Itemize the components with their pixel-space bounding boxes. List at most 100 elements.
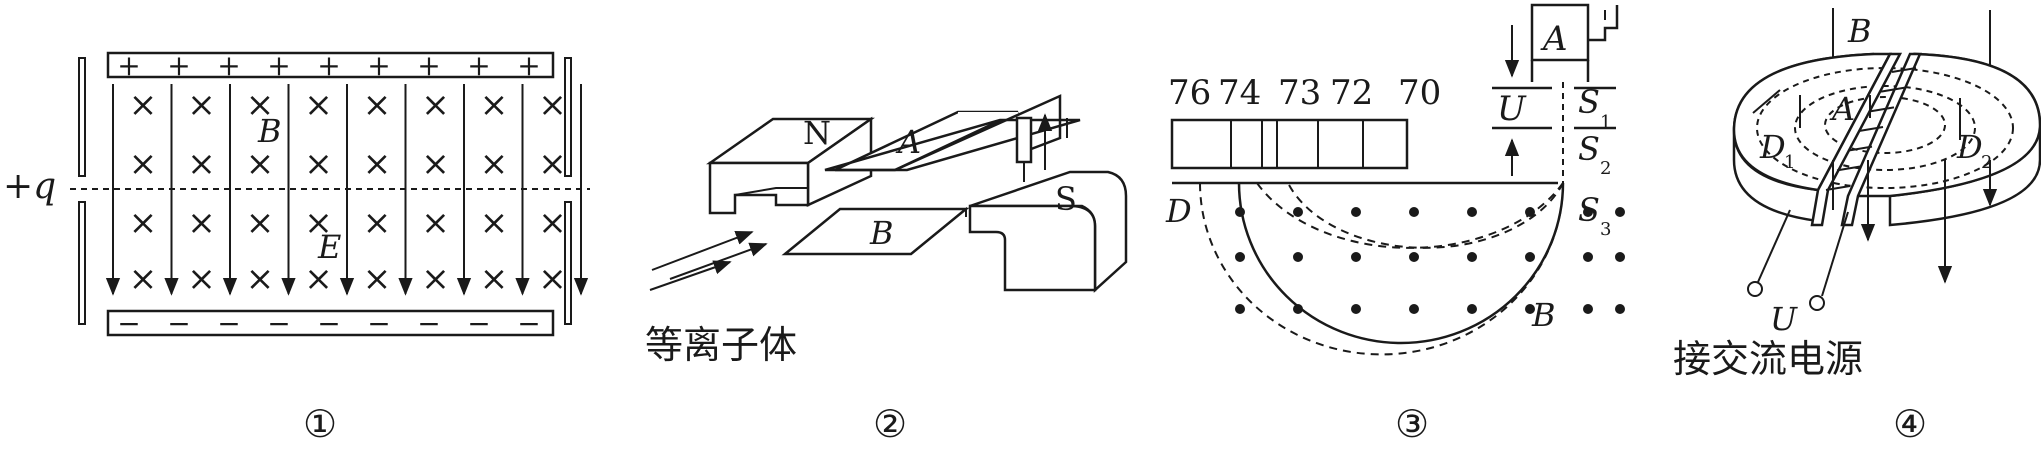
plate-A bbox=[824, 118, 1081, 172]
lead-left bbox=[1757, 209, 1791, 283]
minus-sign: − bbox=[117, 307, 140, 340]
plus-charges: +++++++++ bbox=[117, 49, 540, 82]
field-dot bbox=[1525, 252, 1535, 262]
cross-mark: × bbox=[363, 85, 392, 125]
field-dot bbox=[1525, 304, 1535, 314]
plate-A-rail bbox=[894, 94, 1062, 172]
label-dee-D2: D bbox=[1956, 128, 1983, 166]
plus-sign: + bbox=[167, 49, 190, 82]
cross-mark: × bbox=[480, 144, 509, 184]
field-dot bbox=[1293, 207, 1303, 217]
plasma-arrow-2 bbox=[669, 242, 768, 280]
cross-mark: × bbox=[363, 203, 392, 243]
field-dot bbox=[1467, 207, 1477, 217]
field-dot bbox=[1583, 304, 1593, 314]
field-dot bbox=[1467, 304, 1477, 314]
label-plate-B: B bbox=[869, 214, 894, 252]
cross-mark: × bbox=[304, 85, 333, 125]
orbit-largest bbox=[1756, 67, 2014, 189]
field-dot bbox=[1351, 304, 1361, 314]
cross-mark: × bbox=[421, 259, 450, 299]
panel-number-3: ③ bbox=[1395, 402, 1429, 446]
label-dee-D1-sub: 1 bbox=[1784, 152, 1795, 173]
label-dee-D2-sub: 2 bbox=[1981, 152, 1992, 173]
plus-sign: + bbox=[267, 49, 290, 82]
minus-sign: − bbox=[467, 307, 490, 340]
label-plate-D: D bbox=[1165, 192, 1192, 230]
gap-left-edge bbox=[1810, 52, 1903, 227]
label-south-pole: S bbox=[1055, 180, 1077, 218]
cross-mark: × bbox=[480, 259, 509, 299]
field-dot bbox=[1525, 207, 1535, 217]
cross-mark: × bbox=[304, 203, 333, 243]
plus-sign: + bbox=[417, 49, 440, 82]
label-center-A: A bbox=[1829, 90, 1855, 128]
left-wall-upper bbox=[78, 57, 86, 177]
magnet-north bbox=[706, 116, 875, 215]
cross-mark: × bbox=[421, 203, 450, 243]
plus-sign: + bbox=[517, 49, 540, 82]
terminal-right bbox=[1809, 295, 1825, 311]
plus-sign: + bbox=[217, 49, 240, 82]
field-dot bbox=[1235, 207, 1245, 217]
minus-sign: − bbox=[167, 307, 190, 340]
panel-mass-spectrometer: 76 74 73 72 70 A U S 1 S 2 S 3 bbox=[1165, 3, 1625, 446]
field-dot bbox=[1615, 207, 1625, 217]
minus-sign: − bbox=[217, 307, 240, 340]
label-slit-S3-sub: 3 bbox=[1600, 219, 1611, 240]
label-field-B: B bbox=[1847, 12, 1872, 50]
scale-72: 72 bbox=[1330, 73, 1373, 113]
minus-sign: − bbox=[317, 307, 340, 340]
cross-mark: × bbox=[304, 144, 333, 184]
orbit-inner bbox=[1824, 96, 1946, 154]
ladder-rung bbox=[1825, 185, 1851, 191]
positive-plate bbox=[106, 51, 555, 79]
label-slit-S2-sub: 2 bbox=[1600, 158, 1611, 179]
cross-mark: × bbox=[187, 203, 216, 243]
cross-mark: × bbox=[187, 144, 216, 184]
label-north-pole: N bbox=[803, 114, 831, 152]
field-dot bbox=[1409, 207, 1419, 217]
gap-ladder bbox=[1825, 67, 1917, 191]
ion-source-chamber bbox=[1530, 3, 1590, 62]
label-voltage-U: U bbox=[1770, 300, 1798, 338]
cross-mark: × bbox=[129, 85, 158, 125]
terminal-left bbox=[1747, 281, 1763, 297]
label-ion-source-A: A bbox=[1540, 19, 1568, 59]
caption-plasma: 等离子体 bbox=[645, 323, 797, 367]
field-dot bbox=[1235, 252, 1245, 262]
cross-mark: × bbox=[421, 85, 450, 125]
field-dot bbox=[1235, 304, 1245, 314]
minus-sign: − bbox=[517, 307, 540, 340]
field-dot bbox=[1583, 207, 1593, 217]
field-dot bbox=[1293, 252, 1303, 262]
caption-ac-source: 接交流电源 bbox=[1673, 337, 1863, 381]
scale-73: 73 bbox=[1278, 73, 1321, 113]
cross-mark: × bbox=[363, 144, 392, 184]
ladder-rung bbox=[1836, 165, 1862, 172]
field-dot bbox=[1351, 207, 1361, 217]
cross-mark: × bbox=[538, 259, 567, 299]
ion-trajectories bbox=[1199, 182, 1565, 356]
label-slit-S1: S bbox=[1578, 83, 1600, 121]
resistor bbox=[1015, 116, 1033, 164]
magnetic-field-dots bbox=[1235, 207, 1625, 314]
plus-sign: + bbox=[467, 49, 490, 82]
ladder-rung bbox=[1847, 145, 1873, 152]
field-dot bbox=[1409, 252, 1419, 262]
minus-sign: − bbox=[267, 307, 290, 340]
panel-velocity-selector: +++++++++ −−−−−−−−− ××××××××××××××××××××… bbox=[3, 49, 590, 446]
scale-76: 76 bbox=[1168, 73, 1211, 113]
magnetic-field-crosses: ×××××××××××××××××××××××××××××××× bbox=[129, 85, 567, 299]
ladder-rung bbox=[1858, 126, 1884, 132]
detector-strip bbox=[1170, 118, 1409, 170]
cross-mark: × bbox=[129, 144, 158, 184]
label-plate-A: A bbox=[895, 123, 921, 161]
panel-number-1: ① bbox=[303, 402, 337, 446]
lead-right bbox=[1821, 211, 1849, 297]
trajectory-wide bbox=[1199, 182, 1564, 356]
minus-sign: − bbox=[367, 307, 390, 340]
plasma-arrow-3 bbox=[649, 260, 732, 291]
cross-mark: × bbox=[129, 259, 158, 299]
